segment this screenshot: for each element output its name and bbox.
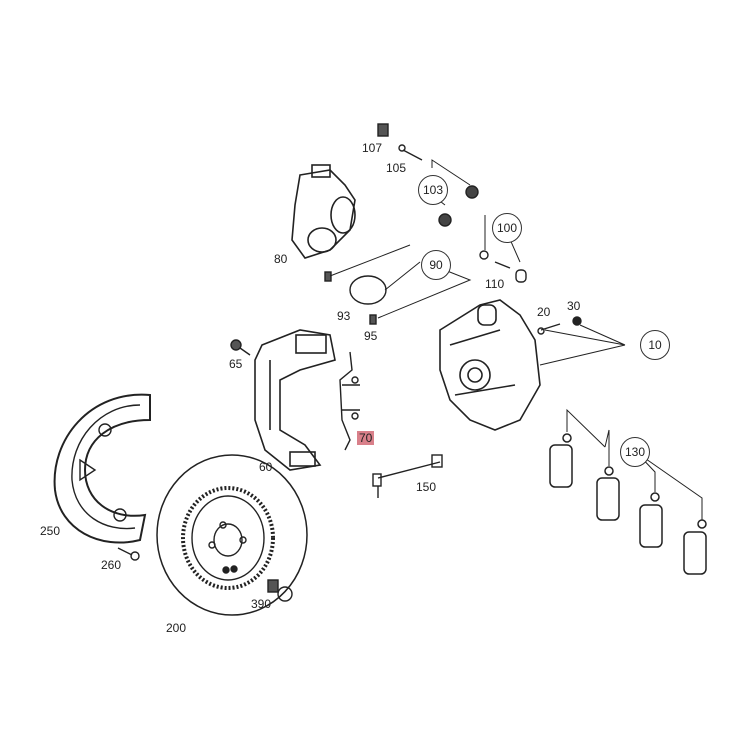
callout-100: 100 — [492, 213, 522, 243]
callout-103: 103 — [418, 175, 448, 205]
dust-shield-drawing — [53, 393, 151, 544]
part-label-93: 93 — [337, 309, 351, 323]
spring-clip-drawing — [339, 351, 360, 451]
screw-260-drawing — [117, 547, 140, 561]
cap-30-drawing — [572, 316, 582, 326]
callout-10: 10 — [640, 330, 670, 360]
part-label-250: 250 — [40, 524, 61, 538]
cap-103-drawing — [438, 185, 479, 227]
oring-93-drawing — [349, 275, 387, 305]
screw-390-drawing — [267, 579, 293, 602]
pin-110-drawing — [479, 250, 527, 283]
part-label-200: 200 — [166, 621, 187, 635]
part-label-390: 390 — [251, 597, 272, 611]
bleeder-20-drawing — [537, 323, 561, 335]
part-label-80: 80 — [274, 252, 288, 266]
part-label-60: 60 — [259, 460, 273, 474]
part-label-107: 107 — [362, 141, 383, 155]
part-label-105: 105 — [386, 161, 407, 175]
part-label-95: 95 — [364, 329, 378, 343]
brake-pads-drawing — [549, 433, 707, 575]
actuator-motor-drawing — [291, 164, 356, 259]
callout-130: 130 — [620, 437, 650, 467]
highlighted-part-label-70: 70 — [357, 431, 375, 445]
bolt-107-drawing — [377, 123, 389, 137]
part-label-65: 65 — [229, 357, 243, 371]
brake-caliper-drawing — [439, 299, 541, 431]
bolt-105-drawing — [398, 144, 423, 161]
part-label-260: 260 — [101, 558, 122, 572]
caliper-carrier-drawing — [254, 329, 336, 471]
part-label-150: 150 — [416, 480, 437, 494]
bolts-90-drawing — [324, 271, 377, 325]
part-label-20: 20 — [537, 305, 551, 319]
part-label-110: 110 — [485, 277, 505, 291]
callout-90: 90 — [421, 250, 451, 280]
bolt-65-drawing — [230, 339, 251, 356]
brake-disc-drawing — [156, 454, 308, 616]
part-label-30: 30 — [567, 299, 581, 313]
wear-sensor-drawing — [372, 454, 443, 498]
